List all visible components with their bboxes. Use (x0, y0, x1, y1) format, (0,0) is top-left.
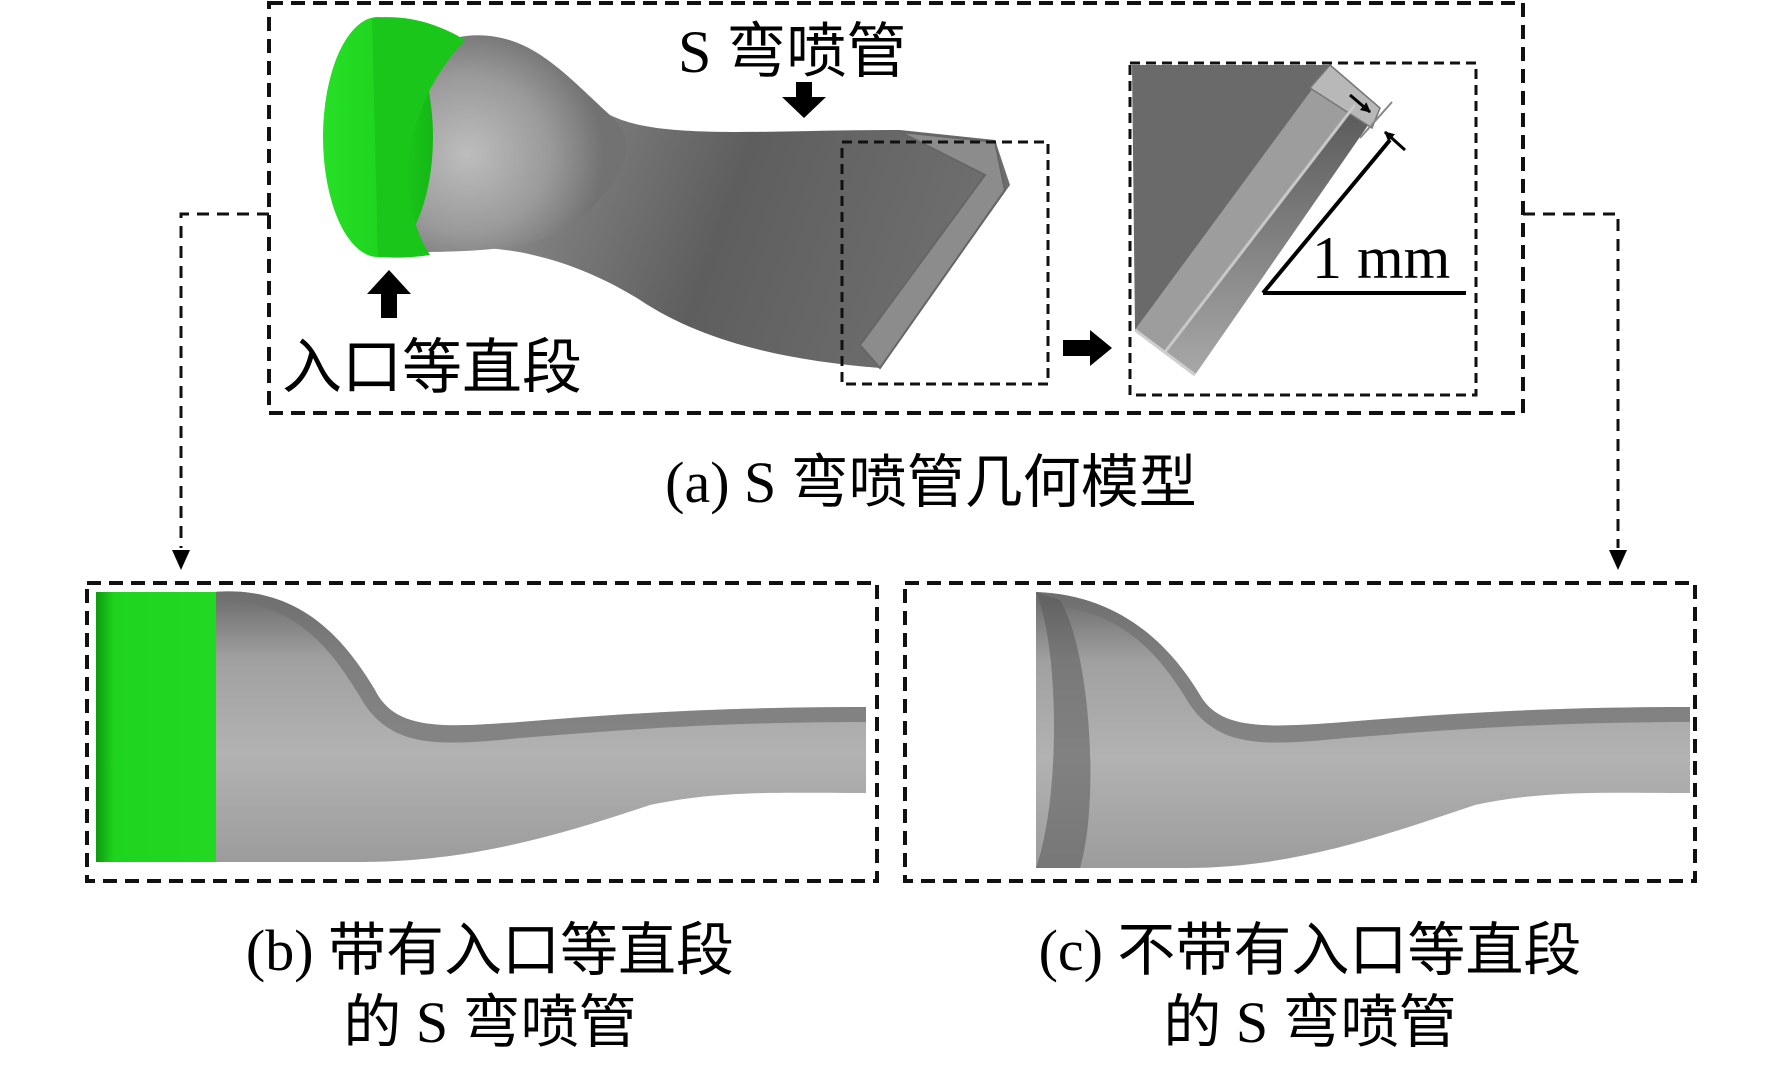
panel-c-frame (903, 581, 1697, 883)
inlet-section-band (372, 17, 465, 258)
connector-to-c-arrow-icon (1609, 550, 1627, 570)
thickness-dimension (1261, 93, 1466, 295)
zoom-arrow-icon (1063, 330, 1112, 366)
nozzle-side-view-c (1036, 592, 1690, 868)
nozzle-bulb-surface (399, 35, 627, 252)
nozzle-c-inlet-shade (1036, 592, 1091, 868)
connector-to-b (179, 212, 269, 548)
outlet-detail-model (1132, 63, 1381, 377)
nozzle-label: S 弯喷管 (678, 19, 907, 85)
panel-b-frame (85, 581, 879, 883)
outlet-detail-edge (1163, 104, 1357, 353)
connector-to-b-arrow-icon (172, 550, 190, 570)
outlet-detail-box (1128, 61, 1478, 397)
outlet-detail-top-face (1132, 65, 1330, 330)
outlet-detail-inner-face (1135, 65, 1355, 352)
caption-b-line2: 的 S 弯喷管 (343, 990, 637, 1055)
inlet-label-arrow-icon (367, 270, 411, 318)
inlet-section-b (96, 592, 216, 862)
inlet-section-label: 入口等直段 (282, 335, 582, 401)
nozzle-b-top-shade (214, 591, 866, 743)
connector-to-c (1523, 212, 1620, 548)
nozzle-label-arrow-icon (782, 82, 826, 118)
thickness-label: 1 mm (1312, 225, 1451, 291)
caption-c-line2: 的 S 弯喷管 (1163, 990, 1457, 1055)
caption-b-line1: (b) 带有入口等直段 (245, 918, 735, 983)
outlet-detail-edge-2 (1134, 328, 1196, 377)
outlet-zoom-box (840, 140, 1050, 386)
panel-a-frame (267, 1, 1525, 415)
nozzle-side-view-b (96, 591, 866, 862)
caption-a: (a) S 弯喷管几何模型 (665, 450, 1197, 515)
s-nozzle-3d-model (323, 17, 1010, 370)
caption-c-line1: (c) 不带有入口等直段 (1038, 918, 1582, 983)
nozzle-c-top-shade (1036, 592, 1690, 743)
